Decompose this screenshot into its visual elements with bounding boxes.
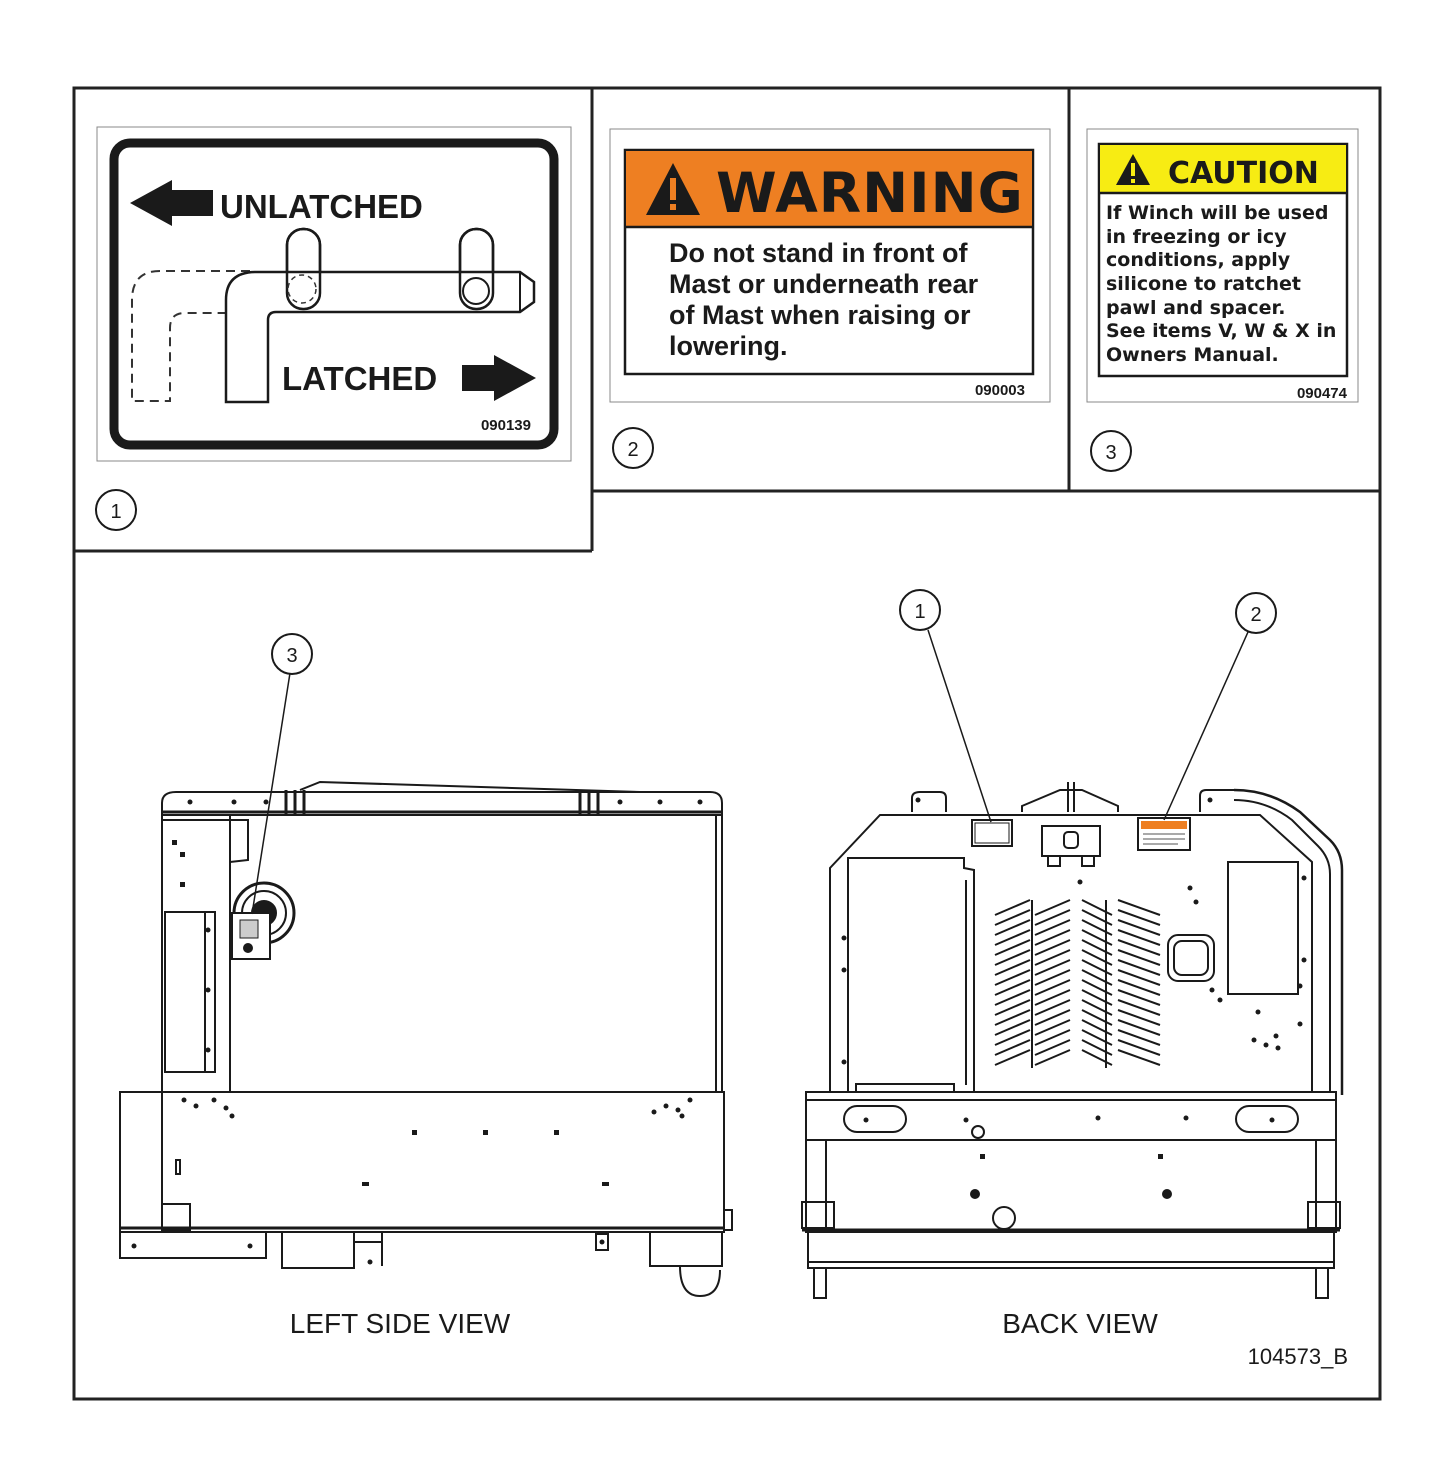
callout-2-back-view: 2 <box>1163 592 1277 821</box>
caution-line-3: conditions, apply <box>1106 249 1291 271</box>
svg-text:1: 1 <box>110 501 121 523</box>
caution-line-1: If Winch will be used <box>1106 202 1328 224</box>
callout-3-top: 3 <box>1090 430 1132 472</box>
back-view-latch-decal <box>971 819 1013 847</box>
back-vent-louvers <box>994 899 1161 1068</box>
left-side-view <box>119 780 733 1298</box>
back-view-label: BACK VIEW <box>1002 1308 1158 1339</box>
caution-line-4: silicone to ratchet <box>1106 273 1301 295</box>
caution-line-6: See items V, W & X in <box>1106 320 1336 342</box>
caution-line-2: in freezing or icy <box>1106 226 1287 248</box>
caution-part-number: 090474 <box>1297 385 1348 402</box>
svg-text:3: 3 <box>286 645 297 667</box>
warning-line-4: lowering. <box>669 331 788 361</box>
callout-1-back-view: 1 <box>899 589 992 823</box>
left-arrow-icon <box>130 180 213 226</box>
back-view-rivets <box>841 797 1307 1159</box>
caution-line-7: Owners Manual. <box>1106 344 1279 366</box>
back-view <box>801 782 1344 1299</box>
latch-pin <box>224 270 536 404</box>
right-arrow-icon <box>462 355 536 401</box>
unlatched-label: UNLATCHED <box>220 188 423 225</box>
svg-text:2: 2 <box>1250 604 1261 626</box>
warning-part-number: 090003 <box>975 382 1025 399</box>
latched-label: LATCHED <box>282 360 437 397</box>
drawing-number: 104573_B <box>1248 1344 1348 1369</box>
callout-3-left-view: 3 <box>251 633 313 915</box>
outer-frame <box>72 86 1382 1401</box>
callout-2-top: 2 <box>612 427 654 469</box>
warning-triangle-icon <box>646 163 700 215</box>
warning-header: WARNING <box>716 161 1024 225</box>
caution-decal: CAUTION If Winch will be used in freezin… <box>1086 128 1359 403</box>
svg-text:2: 2 <box>627 439 638 461</box>
svg-text:3: 3 <box>1105 442 1116 464</box>
left-view-rivets <box>131 799 703 1265</box>
caution-header: CAUTION <box>1168 156 1319 191</box>
latch-decal: UNLATCHED LATCHED 090139 <box>96 126 572 462</box>
left-side-view-label: LEFT SIDE VIEW <box>290 1308 511 1339</box>
latch-part-number: 090139 <box>481 417 531 434</box>
warning-line-1: Do not stand in front of <box>669 238 968 268</box>
caution-triangle-icon <box>1116 154 1150 185</box>
warning-decal: WARNING Do not stand in front of Mast or… <box>609 128 1051 403</box>
warning-line-2: Mast or underneath rear <box>669 269 979 299</box>
caution-line-5: pawl and spacer. <box>1106 297 1285 319</box>
svg-text:1: 1 <box>914 601 925 623</box>
callout-1-top: 1 <box>95 489 137 531</box>
unlatched-pin-outline <box>131 270 250 402</box>
warning-line-3: of Mast when raising or <box>669 300 971 330</box>
